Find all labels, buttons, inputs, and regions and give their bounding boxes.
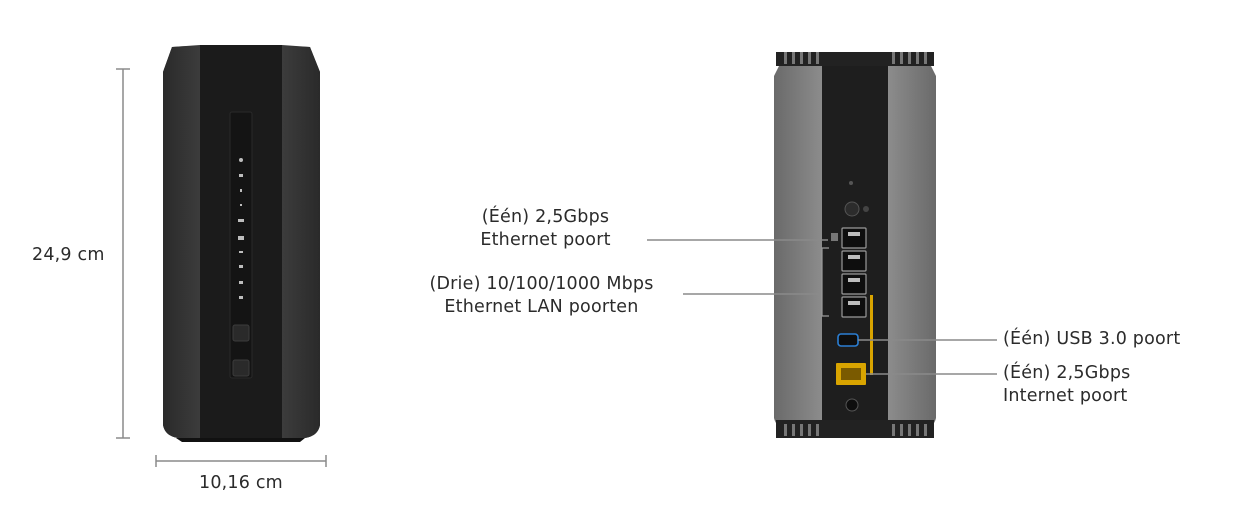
router-front xyxy=(163,45,320,442)
top-vent-gaps xyxy=(784,52,927,64)
callout-lines xyxy=(647,239,997,375)
ethernet-callout: (Één) 2,5Gbps Ethernet poort xyxy=(463,206,628,252)
lan-callout-line1: (Drie) 10/100/1000 Mbps xyxy=(429,274,654,294)
led-indicator-icons xyxy=(238,158,244,299)
lan-callout: (Drie) 10/100/1000 Mbps Ethernet LAN poo… xyxy=(409,273,674,319)
internet-callout-line2: Internet poort xyxy=(1003,386,1128,406)
height-label: 24,9 cm xyxy=(32,245,105,265)
usb-callout: (Één) USB 3.0 poort xyxy=(1003,328,1180,351)
ethernet-callout-line2: Ethernet poort xyxy=(480,230,611,250)
router-back xyxy=(774,52,936,438)
width-dimension-line xyxy=(155,455,327,467)
reset-hole xyxy=(849,181,853,185)
internet-callout: (Één) 2,5Gbps Internet poort xyxy=(1003,362,1130,408)
width-label: 10,16 cm xyxy=(199,473,283,493)
usb-port xyxy=(837,333,859,347)
usb-callout-line1: (Één) USB 3.0 poort xyxy=(1003,329,1181,349)
height-dimension-line xyxy=(116,68,130,439)
ethernet-callout-line1: (Één) 2,5Gbps xyxy=(481,207,610,227)
power-button xyxy=(844,201,860,217)
internet-callout-line1: (Één) 2,5Gbps xyxy=(1003,363,1131,383)
lan-callout-line2: Ethernet LAN poorten xyxy=(444,297,639,317)
